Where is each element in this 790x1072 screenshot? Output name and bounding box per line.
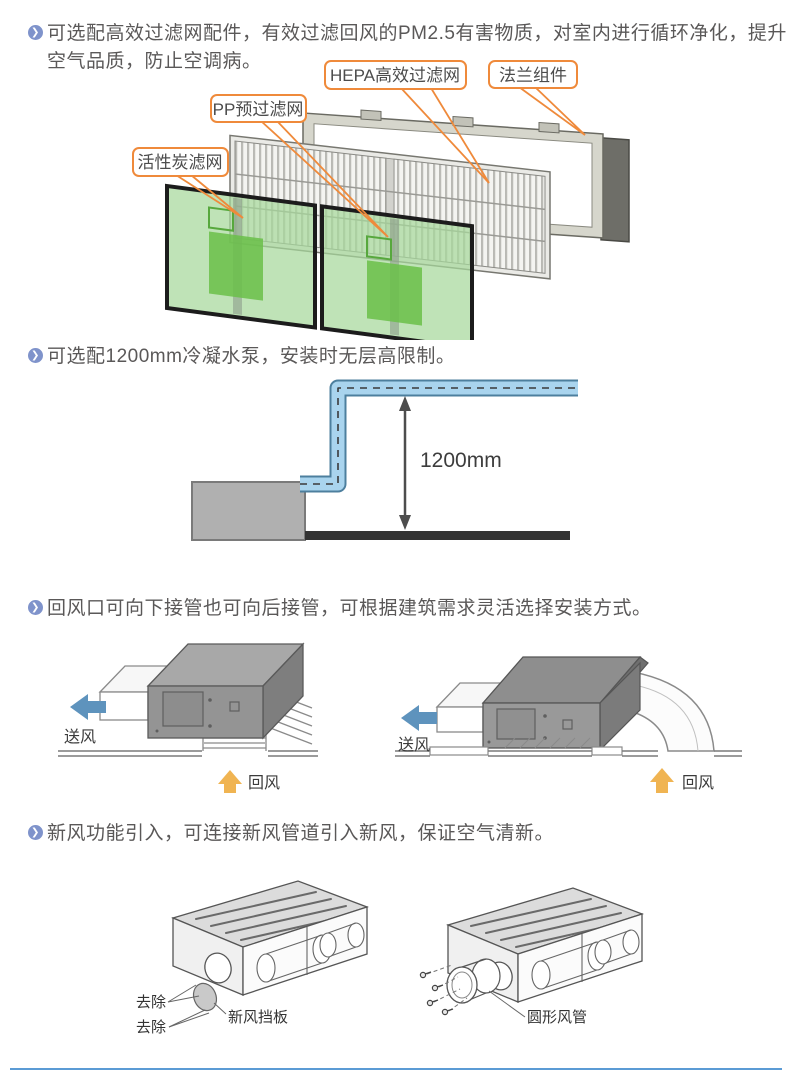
chevron-bullet-icon: ❯ (28, 825, 43, 840)
pp-callout-label: PP预过滤网 (213, 100, 304, 119)
carbon-filter-art (165, 183, 474, 340)
indoor-unit-box (191, 481, 306, 541)
pp-callout-leader (260, 120, 389, 238)
unit-isometric-art (435, 656, 649, 752)
ceiling-panel (429, 746, 489, 756)
return-air-arrow-icon (650, 768, 674, 793)
unit-isometric-art (98, 642, 305, 740)
chevron-bullet-icon: ❯ (28, 600, 43, 615)
remove-label: 去除 (136, 994, 166, 1011)
circular-duct-art (446, 958, 501, 1004)
pp-callout-box (210, 94, 307, 123)
baffle-label: 新风挡板 (228, 1008, 288, 1026)
baffle-unit-diagram: 去除 去除 新风挡板 (136, 880, 369, 1036)
return-air-diagrams: 送风 回风 (58, 642, 742, 793)
supply-air-label: 送风 (398, 736, 430, 754)
ceiling-lines (58, 750, 318, 757)
screws (419, 964, 468, 1016)
chevron-bullet-icon: ❯ (28, 25, 43, 40)
chevron-bullet-icon: ❯ (28, 348, 43, 363)
carbon-callout-box (132, 147, 229, 177)
hepa-callout-label: HEPA高效过滤网 (330, 66, 460, 85)
return-air-label: 回风 (248, 775, 280, 792)
flange-callout-leader (518, 86, 586, 136)
bottom-rule (10, 1068, 782, 1070)
flange-callout-label: 法兰组件 (499, 66, 567, 85)
hatch-marks (504, 737, 591, 749)
supply-air-arrow-icon (70, 694, 106, 720)
section-pump-text: 可选配1200mm冷凝水泵，安装时无层高限制。 (47, 346, 456, 367)
remove-label: 去除 (136, 1019, 166, 1036)
fresh-air-hole (204, 952, 232, 984)
section-filter-paragraph: ❯ 可选配高效过滤网配件，有效过滤回风的PM2.5有害物质，对室内进行循环净化，… (28, 20, 790, 76)
section-filter-text: 可选配高效过滤网配件，有效过滤回风的PM2.5有害物质，对室内进行循环净化，提升… (47, 23, 787, 72)
supply-air-label: 送风 (64, 728, 96, 746)
filter-exploded-diagram: 活性炭滤网 PP预过滤网 HEPA高效过滤网 法兰组件 (132, 60, 630, 340)
top-slots (470, 898, 632, 948)
ceiling-panel (591, 746, 623, 756)
fan-cylinders (531, 929, 640, 990)
round-duct-label: 圆形风管 (527, 1009, 587, 1026)
dimension-label: 1200mm (420, 449, 502, 472)
supply-air-arrow-icon (401, 705, 437, 731)
leader-line (488, 990, 526, 1018)
section-pump-paragraph: ❯ 可选配1200mm冷凝水泵，安装时无层高限制。 (28, 343, 455, 371)
return-air-arrow-icon (218, 770, 242, 793)
section-fresh-air-paragraph: ❯ 新风功能引入，可连接新风管道引入新风，保证空气清新。 (28, 820, 554, 848)
ceiling-lines (395, 750, 742, 757)
drain-pipe-centerline (300, 387, 578, 485)
carbon-callout-leader (175, 174, 244, 219)
baffle-disc (192, 982, 218, 1012)
leader-lines (167, 984, 227, 1028)
return-air-label: 回风 (682, 775, 714, 792)
fan-cylinders (256, 922, 365, 983)
bottom-return-diagram: 送风 回风 (58, 642, 318, 793)
rear-return-diagram: 送风 回风 (395, 656, 742, 793)
carbon-callout-label: 活性炭滤网 (138, 153, 223, 172)
floor-bar (305, 531, 570, 540)
condensate-pump-diagram: 1200mm (191, 379, 578, 541)
hepa-callout-leader (400, 87, 490, 184)
hepa-callout-box (324, 60, 467, 90)
section-return-air-paragraph: ❯ 回风口可向下接管也可向后接管，可根据建筑需求灵活选择安装方式。 (28, 595, 652, 623)
section-return-air-text: 回风口可向下接管也可向后接管，可根据建筑需求灵活选择安装方式。 (47, 598, 652, 619)
fresh-air-diagrams: 去除 去除 新风挡板 (136, 880, 644, 1036)
round-duct-unit-diagram: 圆形风管 (419, 887, 644, 1026)
flange-callout-box (488, 60, 578, 89)
dimension-arrow-icon (399, 396, 411, 530)
section-fresh-air-text: 新风功能引入，可连接新风管道引入新风，保证空气清新。 (47, 823, 555, 844)
